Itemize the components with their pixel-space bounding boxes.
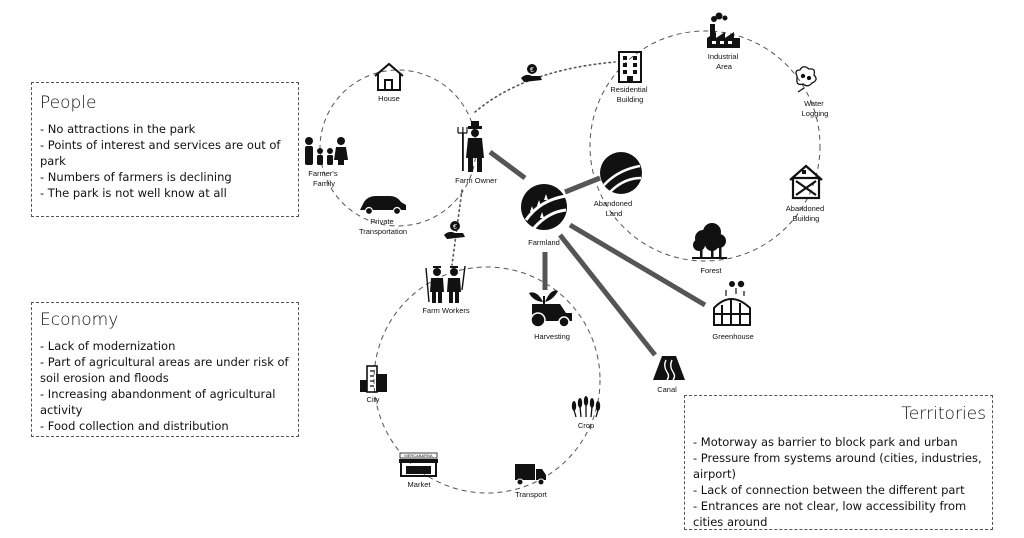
house-node: House [374, 62, 404, 103]
list-item: - Food collection and distribution [40, 419, 229, 433]
forest-label: Forest [700, 266, 722, 275]
residential-building-node: Residential Building [610, 51, 649, 104]
list-item: - Part of agricultural areas are under r… [40, 355, 289, 385]
farmland-label: Farmland [528, 238, 560, 247]
svg-text:€: € [530, 67, 534, 74]
farm-owner-label: Farm Owner [455, 176, 497, 185]
territory-cycle-circle [589, 30, 821, 262]
tree-icon [692, 223, 727, 259]
farmer-icon [457, 121, 484, 172]
territories-list: - Motorway as barrier to block park and … [693, 434, 986, 530]
link-canal [558, 233, 657, 357]
abandoned-land-node: Abandoned Land [594, 152, 642, 218]
list-item: - Lack of connection between the differe… [693, 483, 965, 497]
list-item: - Numbers of farmers is declining [40, 170, 232, 184]
dotted-link-residential [474, 61, 616, 113]
list-item: - Motorway as barrier to block park and … [693, 435, 958, 449]
industrial-area-node: Industrial Area [707, 12, 741, 71]
crop-node: Crop [571, 396, 601, 430]
house-icon [374, 62, 404, 91]
list-item: - Points of interest and services are ou… [40, 138, 281, 168]
house-label: House [378, 94, 400, 103]
truck-icon [515, 464, 546, 486]
list-item: - No attractions in the park [40, 122, 196, 136]
water-logging-icon [795, 66, 817, 93]
money-hand-icon: € [444, 221, 465, 239]
farmland-node: Farmland [521, 184, 567, 247]
greenhouse-icon [713, 280, 751, 326]
abandoned-building-label: Abandoned Building [786, 204, 826, 223]
farmers-family-node: Farmer's Family [305, 137, 348, 188]
harvesting-node: Harvesting [529, 290, 572, 341]
industrial-area-label: Industrial Area [708, 52, 741, 71]
list-item: - Entrances are not clear, low accessibi… [693, 499, 967, 529]
economy-cycle-circle [373, 266, 601, 494]
factory-icon [707, 12, 740, 48]
link-farm-owner [488, 149, 527, 181]
people-box: People - No attractions in the park - Po… [31, 82, 299, 217]
abandoned-building-icon [789, 164, 823, 200]
list-item: - Increasing abandonment of agricultural… [40, 387, 276, 417]
list-item: - Lack of modernization [40, 339, 176, 353]
crop-label: Crop [578, 421, 594, 430]
greenhouse-label: Greenhouse [712, 332, 753, 341]
list-item: - Pressure from systems around (cities, … [693, 451, 982, 481]
abandoned-land-label: Abandoned Land [594, 199, 634, 218]
economy-box: Economy - Lack of modernization - Part o… [31, 302, 299, 437]
city-label: City [367, 395, 380, 404]
link-abandoned-land [564, 175, 601, 195]
farm-workers-label: Farm Workers [422, 306, 470, 315]
abandoned-land-icon [600, 152, 642, 194]
transport-label: Transport [515, 490, 548, 499]
market-label: Market [408, 480, 432, 489]
private-transportation-node: Private Transportation [359, 196, 407, 236]
economy-list: - Lack of modernization - Part of agricu… [40, 338, 290, 434]
canal-label: Canal [657, 385, 677, 394]
car-icon [360, 196, 406, 216]
market-node: MERCABARNA Market [399, 452, 438, 489]
greenhouse-node: Greenhouse [712, 280, 754, 341]
people-title: People [40, 93, 97, 113]
farm-workers-node: Farm Workers [422, 265, 470, 315]
city-icon [360, 365, 387, 393]
abandoned-building-node: Abandoned Building [786, 164, 826, 223]
farmers-family-label: Farmer's Family [308, 169, 339, 188]
harvesting-label: Harvesting [534, 332, 570, 341]
economy-title: Economy [40, 310, 119, 330]
wheat-icon [571, 396, 601, 418]
canal-node: Canal [653, 356, 685, 394]
market-icon: MERCABARNA [399, 452, 438, 477]
water-logging-node: Water Logging [795, 66, 829, 118]
territories-box: Territories - Motorway as barrier to blo… [684, 395, 993, 530]
family-icon [305, 137, 348, 165]
water-logging-label: Water Logging [802, 99, 829, 118]
tractor-icon [529, 290, 572, 328]
city-node: City [360, 365, 387, 404]
farm-owner-node: Farm Owner [455, 121, 497, 185]
forest-node: Forest [692, 223, 727, 275]
people-list: - No attractions in the park - Points of… [40, 121, 290, 201]
farmland-icon [521, 184, 567, 230]
link-greenhouse [568, 222, 707, 308]
transport-node: Transport [515, 464, 548, 499]
canal-icon [653, 356, 685, 381]
residential-building-label: Residential Building [610, 85, 649, 104]
money-hand-icon: € [521, 64, 542, 82]
list-item: - The park is not well know at all [40, 186, 227, 200]
private-transportation-label: Private Transportation [359, 217, 407, 236]
market-sign: MERCABARNA [404, 453, 433, 458]
svg-text:€: € [453, 224, 457, 231]
territories-title: Territories [901, 404, 986, 424]
workers-icon [425, 265, 466, 303]
building-icon [618, 51, 642, 83]
